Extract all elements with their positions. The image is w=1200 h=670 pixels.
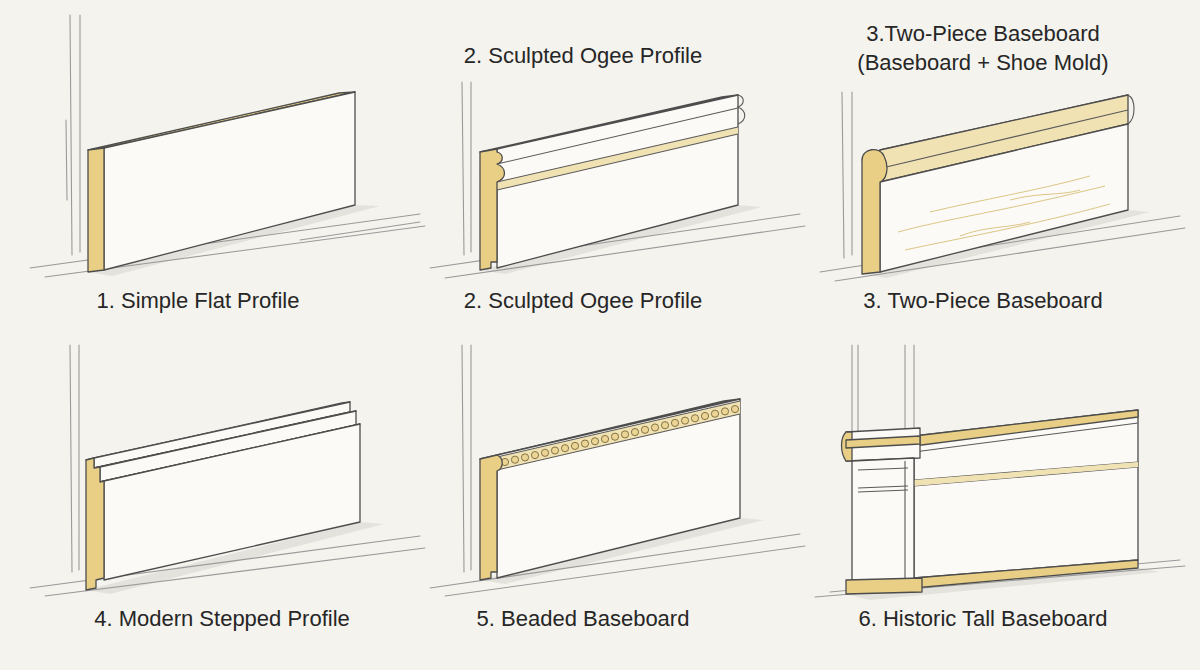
beaded-baseboard-sketch-part xyxy=(511,456,518,463)
beaded-baseboard-sketch-part xyxy=(497,401,740,470)
beaded-baseboard-sketch-part xyxy=(631,429,638,436)
historic-baseboard-sketch-part xyxy=(852,345,914,432)
two-piece-baseboard-sketch xyxy=(820,92,1185,281)
panel-caption: 6. Historic Tall Baseboard xyxy=(858,605,1107,634)
beaded-baseboard-sketch-part xyxy=(651,424,658,431)
beaded-baseboard-sketch-part xyxy=(691,415,698,422)
beaded-baseboard-sketch-part xyxy=(681,417,688,424)
beaded-baseboard-sketch-part xyxy=(561,445,568,452)
beaded-baseboard-sketch-part xyxy=(462,345,471,572)
beaded-baseboard-sketch-part xyxy=(641,426,648,433)
historic-baseboard-sketch-part xyxy=(846,578,922,594)
historic-baseboard-sketch-part xyxy=(914,462,1138,486)
panel-caption: 2. Sculpted Ogee Profile xyxy=(464,287,702,316)
beaded-baseboard-sketch-part xyxy=(611,433,618,440)
historic-baseboard-sketch-part xyxy=(858,461,908,580)
flat-baseboard-sketch-part xyxy=(66,15,80,255)
two-piece-baseboard-sketch-part xyxy=(842,92,852,258)
ogee-baseboard-sketch-part xyxy=(497,108,738,190)
flat-baseboard-sketch-part xyxy=(104,92,355,270)
beaded-baseboard-sketch-part xyxy=(731,406,738,413)
historic-baseboard-sketch-part xyxy=(846,428,920,461)
beaded-baseboard-sketch-part xyxy=(701,412,708,419)
beaded-baseboard-sketch-part xyxy=(671,419,678,426)
flat-baseboard-sketch-part xyxy=(88,148,104,272)
beaded-baseboard-sketch-part xyxy=(497,401,740,470)
beaded-baseboard-sketch xyxy=(430,345,805,596)
ogee-baseboard-sketch-part xyxy=(462,82,471,255)
two-piece-baseboard-sketch-part xyxy=(898,176,1110,250)
panel-caption: 3. Two-Piece Baseboard xyxy=(863,287,1102,316)
beaded-baseboard-sketch-part xyxy=(571,442,578,449)
beaded-baseboard-sketch-part xyxy=(621,431,628,438)
two-piece-baseboard-sketch-part xyxy=(880,124,1128,272)
panel-caption: 2. Sculpted Ogee Profile xyxy=(464,42,702,71)
beaded-baseboard-sketch-part xyxy=(551,447,558,454)
historic-baseboard-sketch-part xyxy=(914,423,1138,486)
stepped-baseboard-sketch-part xyxy=(104,424,360,580)
beaded-baseboard-sketch-part xyxy=(531,452,538,459)
beaded-baseboard-sketch-part xyxy=(501,406,738,466)
historic-baseboard-sketch-part xyxy=(914,410,1138,446)
beaded-baseboard-sketch-part xyxy=(497,399,740,578)
panel-caption: 5. Beaded Baseboard xyxy=(477,605,690,634)
beaded-baseboard-sketch-part xyxy=(581,440,588,447)
ogee-baseboard-sketch-part xyxy=(738,95,745,124)
beaded-baseboard-sketch-part xyxy=(591,438,598,445)
ogee-baseboard-sketch xyxy=(430,82,805,278)
stepped-baseboard-sketch-part xyxy=(70,345,79,572)
beaded-baseboard-sketch-part xyxy=(480,455,502,580)
panel-caption: 1. Simple Flat Profile xyxy=(97,287,300,316)
beaded-baseboard-sketch-part xyxy=(601,435,608,442)
ogee-baseboard-sketch-part xyxy=(497,95,738,268)
two-piece-baseboard-sketch-part xyxy=(1128,95,1134,124)
beaded-baseboard-sketch-part xyxy=(541,449,548,456)
flat-baseboard-sketch xyxy=(30,15,425,277)
beaded-baseboard-sketch-part xyxy=(521,454,528,461)
ogee-baseboard-sketch-part xyxy=(480,149,505,270)
two-piece-baseboard-sketch-part xyxy=(862,150,887,274)
historic-baseboard-sketch-part xyxy=(914,410,1138,578)
historic-baseboard-sketch-part xyxy=(914,560,1138,588)
stepped-baseboard-sketch xyxy=(30,345,425,596)
beaded-baseboard-sketch-part xyxy=(661,422,668,429)
beaded-baseboard-sketch-part xyxy=(721,408,728,415)
beaded-baseboard-sketch-part xyxy=(711,410,718,417)
historic-baseboard-sketch-part xyxy=(846,436,920,448)
panel-caption: 4. Modern Stepped Profile xyxy=(94,605,350,634)
stepped-baseboard-sketch-part xyxy=(86,458,104,590)
historic-baseboard-sketch-part xyxy=(852,458,914,582)
panel-caption: 3.Two-Piece Baseboard (Baseboard + Shoe … xyxy=(838,20,1128,77)
historic-baseboard-sketch xyxy=(815,345,1185,600)
